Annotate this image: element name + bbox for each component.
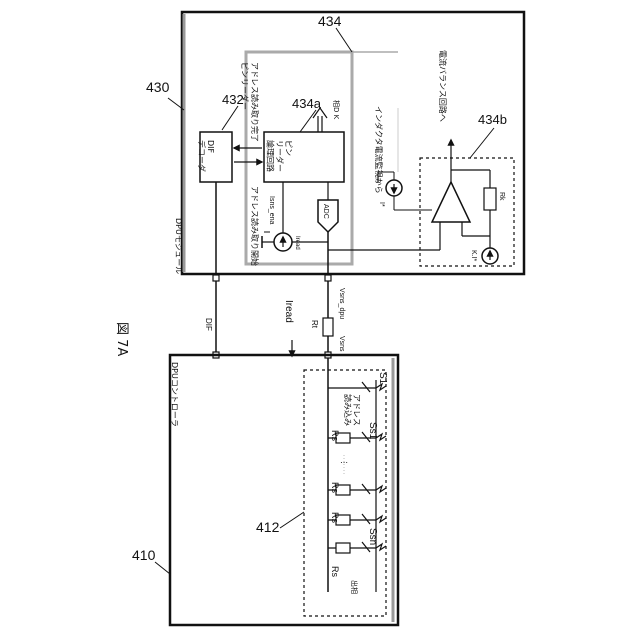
svg-text:⋯: ⋯ <box>340 458 348 467</box>
ref-430: 430 <box>146 79 170 95</box>
iread-label: Iread <box>283 300 294 323</box>
pin-reader-label: ピンリーダー <box>240 62 250 110</box>
dif-label: DIF <box>204 318 213 331</box>
phase-k-label: 相D K <box>332 100 341 120</box>
rk-label: Rk <box>498 192 505 201</box>
rs-label-3: Rs <box>330 512 340 523</box>
vsns-dpu-label: Vsns_dpu <box>338 288 345 319</box>
ssn-label: Ssn <box>367 528 378 545</box>
rt-label: Rt <box>310 320 319 329</box>
rk-resistor <box>484 188 496 210</box>
inductor-monitor-label: インダクタ電流監視から <box>374 106 384 194</box>
i-star-label: I* <box>378 202 385 207</box>
rs-label-2: Rs <box>330 482 340 493</box>
dpu-controller-title: DPUコントローラ <box>170 362 179 427</box>
rs-label-4: Rs <box>330 566 340 577</box>
ref-412: 412 <box>256 519 280 535</box>
addr-write-label: アドレス読み込み <box>343 394 361 426</box>
ref-434a: 434a <box>292 96 322 111</box>
rt-resistor <box>323 318 333 336</box>
dpu-module-title: DPUモジュール <box>174 218 183 274</box>
read-start-label: アドレス読み取り開始 <box>250 186 260 266</box>
read-done-label: アドレス読み取り完了 <box>250 62 260 142</box>
ss1-label: Ss1 <box>367 422 378 440</box>
balance-circuit-label: 電流バランス回路へ <box>438 50 448 122</box>
isns-ena-label: Isns_ena <box>268 196 275 225</box>
s1-label: S1 <box>377 372 388 385</box>
k-i-star-label: K.I* <box>470 250 477 262</box>
rs-label-1: Rs <box>330 430 340 441</box>
op-amp <box>432 182 470 222</box>
ref-410: 410 <box>132 547 156 563</box>
adc-text: ADC <box>322 204 329 219</box>
iread-source-label: Iread <box>294 236 300 250</box>
figure-label: 図 7A <box>114 322 129 356</box>
out-phase-label: 出相 <box>350 580 359 594</box>
ref-434: 434 <box>318 13 342 29</box>
ref-434b: 434b <box>478 112 507 127</box>
vsns-label: Vsns <box>338 336 345 352</box>
